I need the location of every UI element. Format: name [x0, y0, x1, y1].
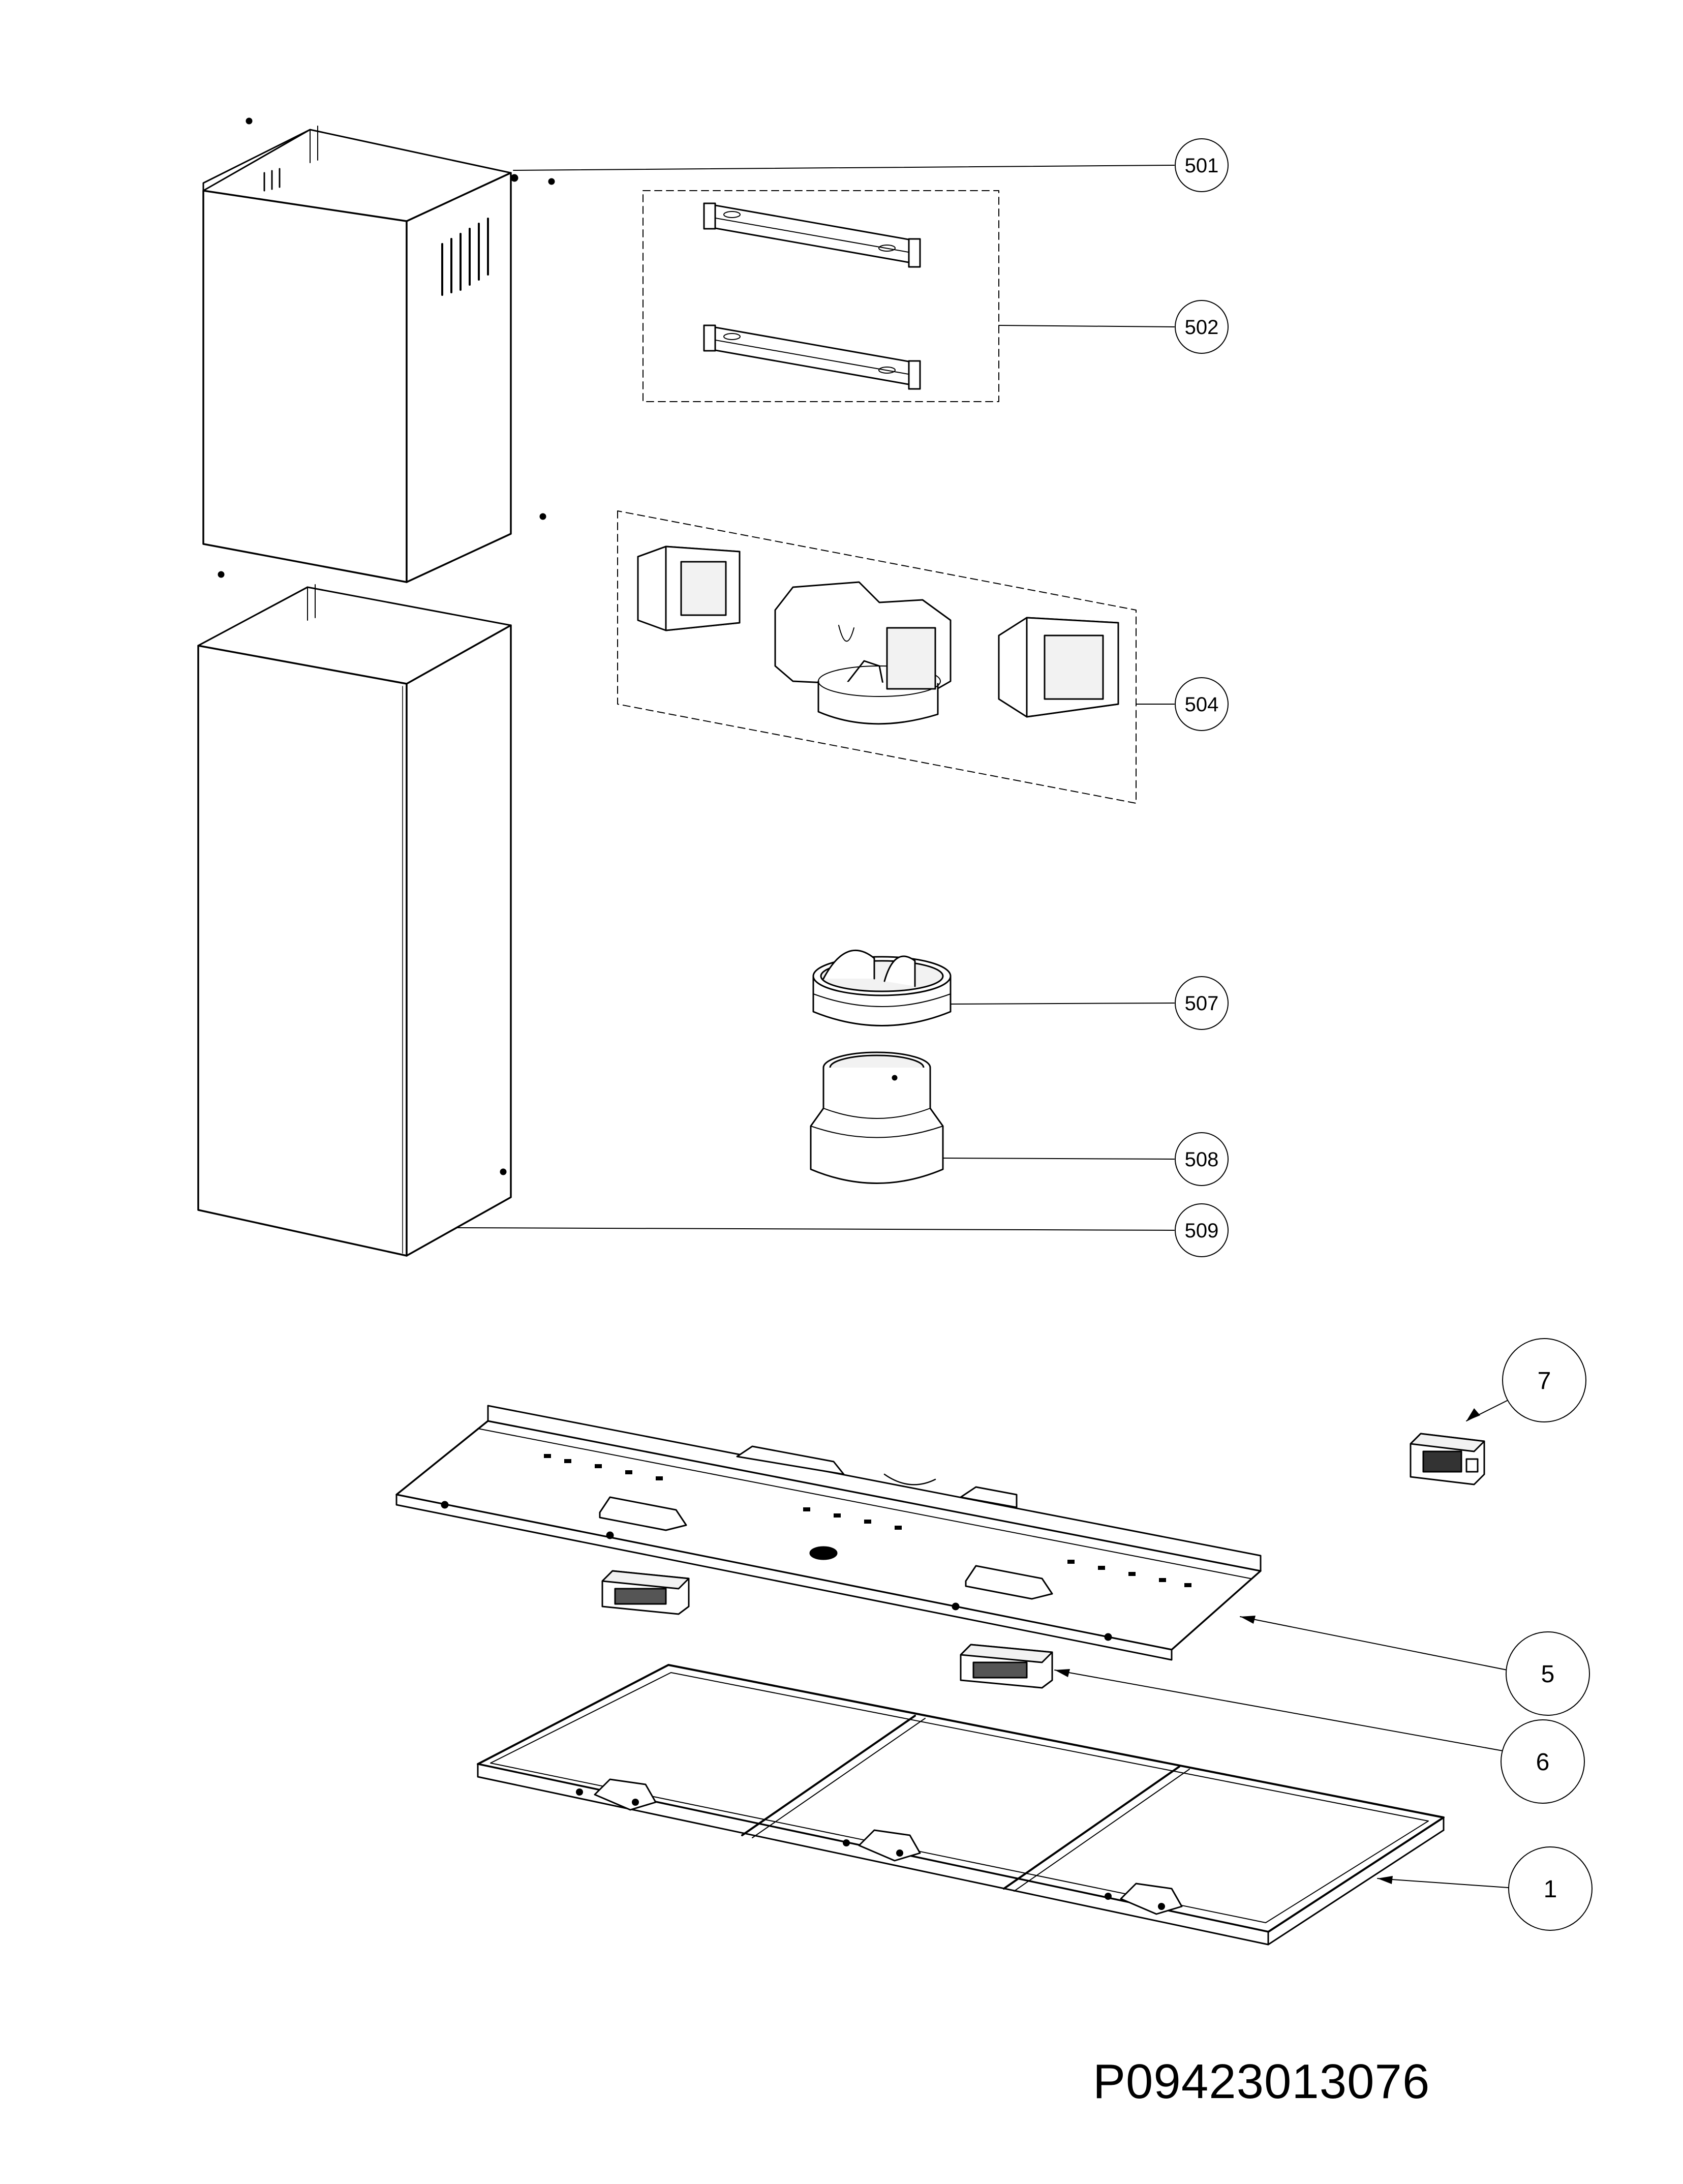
part-509-lower-chimney — [197, 584, 512, 1257]
callout-bubble-502 — [1175, 300, 1229, 354]
part-508-reducer — [810, 1051, 944, 1184]
part-501-upper-chimney — [202, 117, 555, 583]
callout-label-508: 508 — [1185, 1148, 1219, 1171]
callout-label-5: 5 — [1541, 1661, 1555, 1688]
callout-label-1: 1 — [1544, 1876, 1557, 1903]
part-502-brackets — [642, 190, 999, 402]
callout-bubble-509 — [1175, 1203, 1229, 1257]
part-1-filters — [477, 1664, 1445, 1946]
part-504-duct-kit — [617, 510, 1137, 804]
callout-label-504: 504 — [1185, 693, 1219, 716]
part-507-valve-collar — [812, 950, 952, 1026]
part-5-hood-panel — [395, 1405, 1262, 1661]
leader-arrowheads — [1055, 1408, 1480, 1884]
part-6-lights — [601, 1570, 1053, 1689]
callout-label-507: 507 — [1185, 992, 1219, 1015]
callout-bubble-504 — [1175, 677, 1229, 731]
callout-label-7: 7 — [1538, 1368, 1551, 1394]
callout-bubble-5 — [1506, 1631, 1590, 1716]
callout-label-509: 509 — [1185, 1220, 1219, 1242]
leader-lines — [457, 165, 1523, 1889]
callout-bubble-7 — [1502, 1338, 1586, 1422]
callout-label-501: 501 — [1185, 155, 1219, 177]
callout-bubble-507 — [1175, 976, 1229, 1030]
callout-label-502: 502 — [1185, 316, 1219, 339]
document-code: P09423013076 — [1093, 2054, 1430, 2109]
callout-bubble-1 — [1508, 1846, 1593, 1931]
part-7-switch — [1410, 1433, 1485, 1485]
callout-label-6: 6 — [1536, 1749, 1550, 1776]
callout-bubble-6 — [1501, 1719, 1585, 1804]
callout-bubble-501 — [1175, 138, 1229, 192]
callout-bubble-508 — [1175, 1132, 1229, 1186]
callout-bubbles: 501 502 504 507 508 509 7 5 6 1 — [1175, 138, 1593, 1931]
